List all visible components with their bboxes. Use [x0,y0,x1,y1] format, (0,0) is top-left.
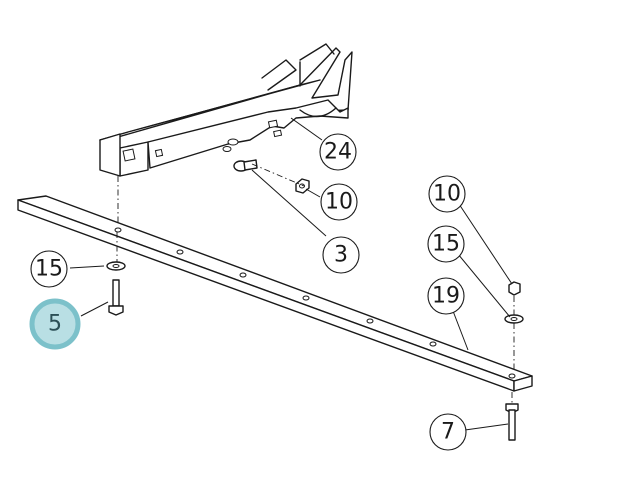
bolt-axis-upper [251,163,305,187]
callout-part-15-right[interactable]: 15 [427,225,465,263]
washer-right [504,314,524,324]
callout-part-10-upper[interactable]: 10 [320,183,358,221]
hex-bolt-right [505,403,519,441]
svg-text:3: 3 [334,243,348,268]
leader-lines [69,117,513,431]
svg-text:10: 10 [325,190,353,215]
svg-text:5: 5 [48,312,62,337]
flat-bar [17,195,533,392]
svg-text:15: 15 [35,257,63,282]
svg-text:24: 24 [324,140,352,165]
svg-text:7: 7 [441,420,455,445]
hex-nut-right [508,281,521,296]
callout-part-3[interactable]: 3 [322,236,360,274]
washer-left [106,261,126,271]
svg-text:10: 10 [433,182,461,207]
svg-text:19: 19 [432,284,460,309]
callout-part-15-left[interactable]: 15 [30,250,68,288]
callout-part-5-highlighted[interactable]: 5 [29,298,81,350]
mounting-bracket [99,43,353,177]
hex-nut-upper [295,178,310,194]
callout-part-10-right[interactable]: 10 [428,175,466,213]
callout-part-24[interactable]: 24 [319,133,357,171]
callout-part-19[interactable]: 19 [427,277,465,315]
hex-bolt-left [108,279,124,316]
callout-part-7[interactable]: 7 [429,413,467,451]
svg-text:15: 15 [432,232,460,257]
carriage-bolt [233,159,258,172]
